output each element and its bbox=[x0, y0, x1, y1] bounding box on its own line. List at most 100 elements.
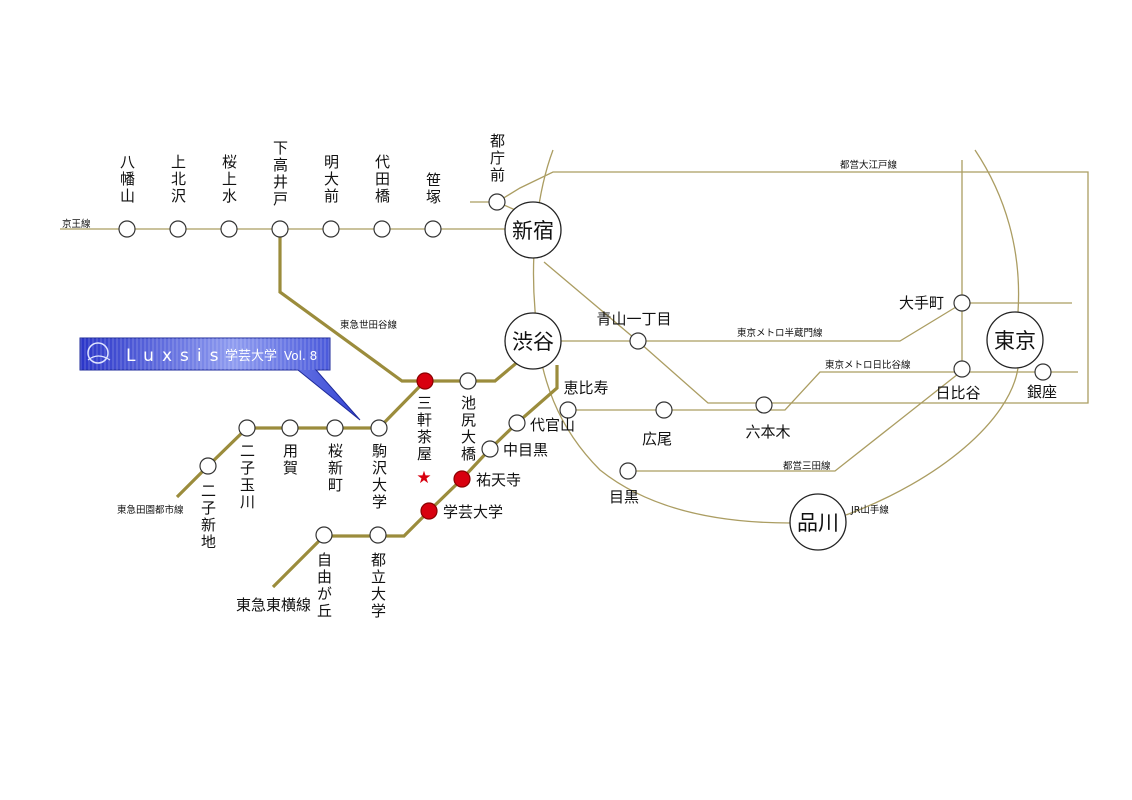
station-label: 祐天寺 bbox=[476, 471, 521, 489]
setagaya-line bbox=[278, 229, 425, 383]
station-2: 桜上水 bbox=[220, 154, 238, 238]
station-label: 自由が丘 bbox=[315, 552, 333, 620]
station-marker bbox=[322, 220, 340, 238]
station-8: 新宿 bbox=[504, 201, 562, 259]
station-25: 学芸大学 bbox=[420, 502, 503, 521]
yamanote-line-label: JR山手線 bbox=[850, 504, 889, 516]
station-21: 池尻大橋 bbox=[459, 372, 477, 463]
station-marker bbox=[199, 457, 217, 475]
station-28: 駒沢大学 bbox=[370, 419, 388, 511]
station-marker bbox=[508, 414, 526, 432]
station-12: 青山一丁目 bbox=[596, 310, 672, 350]
station-label: 笹塚 bbox=[424, 172, 442, 206]
station-5: 代田橋 bbox=[373, 154, 391, 238]
station-label: 都庁前 bbox=[488, 133, 506, 184]
station-3: 下高井戸 bbox=[271, 140, 289, 238]
station-label: 六本木 bbox=[745, 423, 790, 441]
banner-area: 学芸大学 bbox=[225, 348, 277, 364]
station-13: 大手町 bbox=[899, 294, 971, 312]
station-marker bbox=[953, 294, 971, 312]
station-27: 自由が丘 bbox=[315, 526, 333, 620]
station-marker bbox=[619, 462, 637, 480]
highlighted-station-marker bbox=[416, 372, 434, 390]
banner-brand: Luxsis bbox=[126, 346, 226, 366]
station-marker bbox=[238, 419, 256, 437]
star-icon: ★ bbox=[416, 468, 431, 488]
oedo-line bbox=[470, 171, 1089, 404]
station-label: 用賀 bbox=[281, 443, 299, 477]
station-label: 新宿 bbox=[512, 219, 554, 243]
station-1: 上北沢 bbox=[169, 154, 187, 238]
station-26: 都立大学 bbox=[369, 526, 387, 620]
denentoshi-line-label: 東急田園都市線 bbox=[117, 504, 184, 516]
station-label: 代官山 bbox=[530, 416, 575, 434]
highlighted-station-marker bbox=[453, 470, 471, 488]
station-label: 東京 bbox=[994, 329, 1036, 353]
station-marker bbox=[326, 419, 344, 437]
station-label: 広尾 bbox=[642, 430, 672, 448]
station-label: 八幡山 bbox=[118, 154, 136, 205]
hanzomon-line bbox=[561, 302, 1072, 342]
station-label: 渋谷 bbox=[512, 330, 554, 354]
logo-icon bbox=[87, 342, 111, 364]
station-label: 池尻大橋 bbox=[459, 395, 477, 463]
station-label: 三軒茶屋 bbox=[415, 395, 433, 463]
setagaya-line-label: 東急世田谷線 bbox=[340, 319, 398, 331]
station-label: 上北沢 bbox=[169, 154, 187, 205]
station-label: 都立大学 bbox=[369, 552, 387, 620]
station-marker bbox=[424, 220, 442, 238]
station-32: 二子新地 bbox=[199, 457, 217, 551]
station-9: 渋谷 bbox=[504, 312, 562, 370]
station-label: 銀座 bbox=[1027, 383, 1057, 401]
station-marker bbox=[559, 401, 577, 419]
station-label: 中目黒 bbox=[503, 441, 548, 459]
station-label: 二子玉川 bbox=[238, 443, 256, 511]
station-30: 用賀 bbox=[281, 419, 299, 477]
station-10: 東京 bbox=[986, 311, 1044, 369]
station-label: 二子新地 bbox=[199, 483, 217, 551]
oedo-line-label: 都営大江戸線 bbox=[840, 159, 898, 171]
station-label: 品川 bbox=[797, 511, 839, 535]
station-label: 日比谷 bbox=[935, 384, 980, 402]
station-23: 中目黒 bbox=[481, 440, 548, 459]
station-marker bbox=[169, 220, 187, 238]
station-6: 笹塚 bbox=[424, 172, 442, 238]
station-marker bbox=[373, 220, 391, 238]
station-20: 三軒茶屋 bbox=[415, 372, 434, 463]
toyoko-line-label: 東急東横線 bbox=[236, 596, 311, 614]
station-marker bbox=[369, 526, 387, 544]
station-label: 恵比寿 bbox=[563, 379, 608, 397]
hibiya-line bbox=[568, 371, 1078, 411]
station-label: 代田橋 bbox=[373, 154, 391, 205]
station-marker bbox=[281, 419, 299, 437]
station-label: 青山一丁目 bbox=[596, 310, 671, 328]
station-marker bbox=[315, 526, 333, 544]
station-31: 二子玉川 bbox=[238, 419, 256, 511]
station-24: 祐天寺 bbox=[453, 470, 521, 489]
station-15: 銀座 bbox=[1027, 363, 1057, 401]
banner-volume: Vol. 8 bbox=[284, 349, 317, 363]
station-marker bbox=[271, 220, 289, 238]
station-label: 学芸大学 bbox=[443, 503, 503, 521]
station-label: 駒沢大学 bbox=[370, 443, 388, 511]
station-29: 桜新町 bbox=[326, 419, 344, 494]
station-label: 大手町 bbox=[899, 294, 944, 312]
title-banner: Luxsis 学芸大学 Vol. 8 bbox=[79, 337, 361, 421]
hanzomon-line-label: 東京メトロ半蔵門線 bbox=[737, 327, 823, 339]
station-marker bbox=[220, 220, 238, 238]
station-7: 都庁前 bbox=[488, 133, 506, 211]
station-marker bbox=[370, 419, 388, 437]
station-marker bbox=[1034, 363, 1052, 381]
stations: 八幡山上北沢桜上水下高井戸明大前代田橋笹塚都庁前新宿渋谷東京品川青山一丁目大手町… bbox=[118, 133, 1057, 620]
station-19: 目黒 bbox=[609, 462, 639, 506]
station-0: 八幡山 bbox=[118, 154, 136, 238]
mita-line-label: 都営三田線 bbox=[783, 460, 831, 472]
station-18: 六本木 bbox=[745, 396, 791, 441]
station-marker bbox=[629, 332, 647, 350]
station-label: 桜上水 bbox=[220, 154, 238, 205]
station-22: 代官山 bbox=[508, 414, 575, 434]
station-label: 下高井戸 bbox=[271, 140, 289, 208]
station-marker bbox=[986, 311, 1044, 369]
station-marker bbox=[755, 396, 773, 414]
